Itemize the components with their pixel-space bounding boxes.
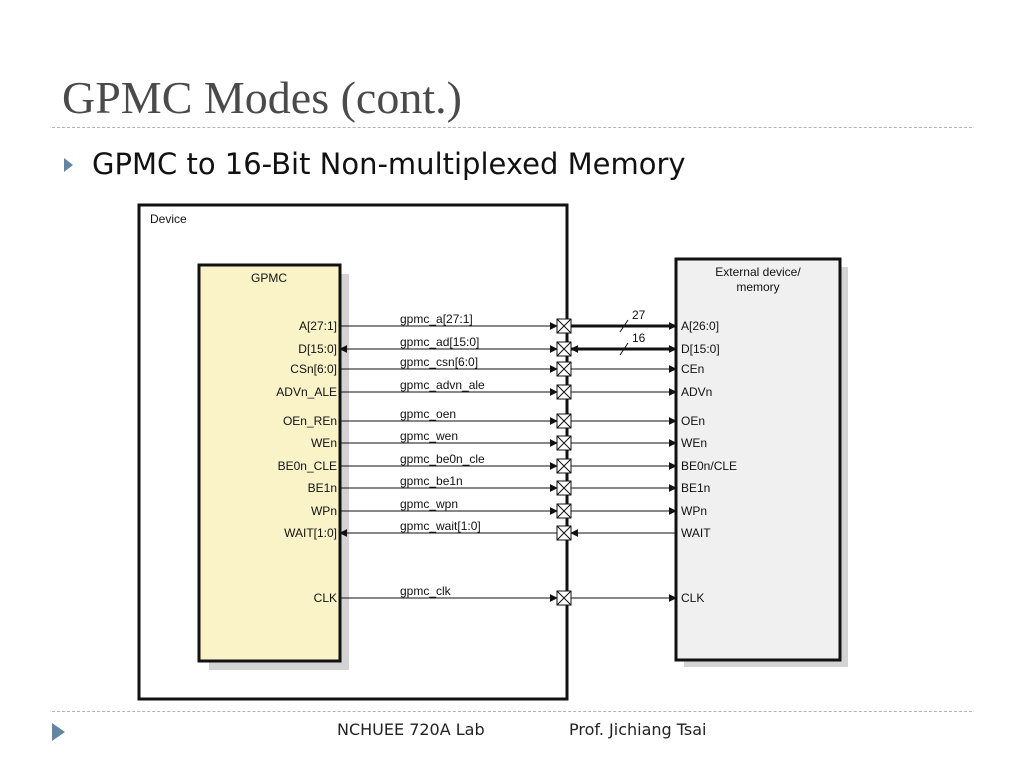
io-pad-cross: [556, 361, 572, 377]
gpmc-block: [197, 263, 342, 663]
io-pad-cross: [556, 480, 572, 496]
io-pad-cross: [556, 525, 572, 541]
io-pad-cross: [556, 318, 572, 334]
gpmc-block-label: GPMC: [251, 271, 287, 285]
io-pad-cross: [556, 413, 572, 429]
bullet-arrow-icon: [64, 158, 73, 172]
external-pin-label: WPn: [681, 504, 707, 518]
external-pin-label: D[15:0]: [681, 342, 720, 356]
io-pad-cross: [556, 458, 572, 474]
gpmc-pin-label: WAIT[1:0]: [284, 526, 337, 540]
net-label: gpmc_be1n: [400, 474, 463, 488]
footer-divider: [52, 711, 972, 712]
footer-lab: NCHUEE 720A Lab: [337, 720, 485, 739]
gpmc-pin-label: BE1n: [308, 481, 337, 495]
gpmc-pin-label: CLK: [314, 591, 337, 605]
external-pin-label: OEn: [681, 414, 705, 428]
gpmc-pin-label: WPn: [311, 504, 337, 518]
net-label: gpmc_csn[6:0]: [400, 355, 478, 369]
net-label: gpmc_be0n_cle: [400, 452, 485, 466]
net-label: gpmc_advn_ale: [400, 378, 485, 392]
net-label: gpmc_wpn: [400, 497, 458, 511]
external-device-label-line-2: memory: [736, 280, 779, 294]
external-pin-label: BE0n/CLE: [681, 459, 737, 473]
gpmc-pin-label: OEn_REn: [283, 414, 337, 428]
gpmc-pin-label: BE0n_CLE: [278, 459, 337, 473]
bus-width-slash: [619, 342, 629, 356]
bullet-text: GPMC to 16-Bit Non-multiplexed Memory: [92, 147, 686, 181]
external-pin-label: CLK: [681, 591, 704, 605]
external-pin-label: CEn: [681, 362, 704, 376]
footer-arrow-icon: [52, 723, 65, 741]
net-label: gpmc_ad[15:0]: [400, 335, 479, 349]
gpmc-pin-label: WEn: [311, 436, 337, 450]
bus-width-label: 16: [632, 331, 646, 345]
io-pad-cross: [556, 435, 572, 451]
net-label: gpmc_wen: [400, 429, 458, 443]
external-device-block: [674, 257, 842, 662]
external-pin-label: WEn: [681, 436, 707, 450]
external-pin-label: WAIT: [681, 526, 711, 540]
bus-width-slash: [619, 319, 629, 333]
footer-author: Prof. Jichiang Tsai: [569, 720, 707, 739]
bus-width-label: 27: [632, 308, 646, 322]
gpmc-pin-label: ADVn_ALE: [276, 385, 337, 399]
device-label: Device: [150, 212, 187, 226]
title-divider: [52, 127, 972, 128]
external-pin-label: ADVn: [681, 385, 712, 399]
external-device-label-line-1: External device/: [715, 265, 801, 279]
signal-lines: A[27:1] gpmc_a[27:1] A[26:0] 27D[15:0] gpmc_…: [276, 308, 737, 606]
io-pad-cross: [556, 590, 572, 606]
net-label: gpmc_oen: [400, 407, 456, 421]
slide-title: GPMC Modes (cont.): [62, 72, 462, 123]
net-label: gpmc_wait[1:0]: [400, 519, 481, 533]
gpmc-pin-label: CSn[6:0]: [290, 362, 337, 376]
io-pad-cross: [556, 341, 572, 357]
gpmc-pin-label: A[27:1]: [299, 319, 337, 333]
io-pad-cross: [556, 503, 572, 519]
external-pin-label: BE1n: [681, 481, 710, 495]
gpmc-pin-label: D[15:0]: [298, 342, 337, 356]
io-pad-cross: [556, 384, 572, 400]
external-pin-label: A[26:0]: [681, 319, 719, 333]
net-label: gpmc_clk: [400, 584, 452, 598]
net-label: gpmc_a[27:1]: [400, 312, 473, 326]
